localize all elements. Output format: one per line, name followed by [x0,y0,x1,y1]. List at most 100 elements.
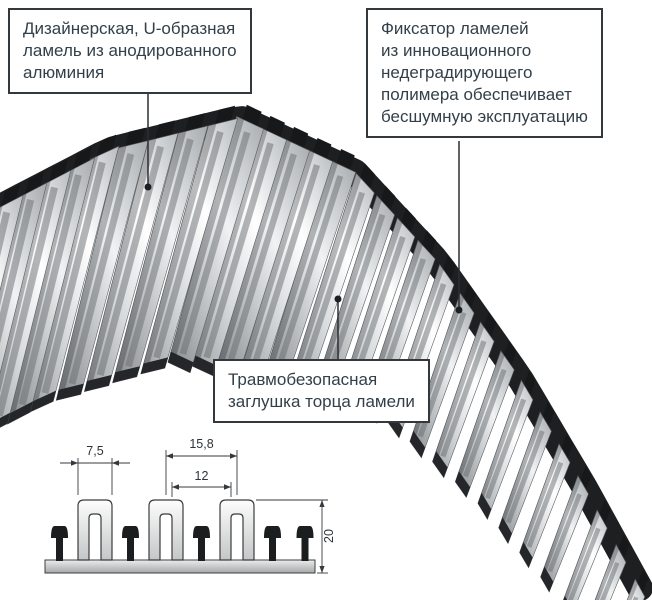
lamella-groove [323,213,386,385]
lamella-side-shade [0,205,3,218]
lamella-side-shade [7,168,75,424]
lamella-blade [594,543,627,600]
lamella-end-cap [540,566,554,592]
lamella-side-shade [30,155,99,412]
lamella-end-cap [563,595,568,600]
lamella-groove [299,191,365,376]
lamella-groove [485,398,527,500]
lamella-side-shade [498,412,544,532]
callout-lamella-text: Дизайнерская, U-образная ламель из аноди… [23,19,237,83]
lamella-side-shade [432,322,485,466]
lamella-profile [219,499,255,561]
callout-leaders [144,91,463,359]
lamella-groove [227,153,297,362]
lamella-groove [179,131,251,355]
lamella-side-shade [240,149,315,376]
lamella-groove [568,527,601,600]
lamella-side-shade [56,145,127,401]
lamella-side-shade [627,579,638,600]
lamella-blade [626,578,646,600]
lamella-end-cap [498,517,512,544]
polymer-clip [122,526,139,561]
cross-section-base-strip [44,559,316,574]
lamella-end-cap [84,374,112,392]
lamella-side-shade [112,131,187,383]
callout-fixator: Фиксатор ламелей из инновационного недег… [366,8,603,139]
lamella-end-cap [409,430,426,458]
dimension-15-8 [165,450,238,495]
lamella-side-shade [0,180,51,393]
lamella-end-cap [191,355,217,376]
lamella-groove [18,174,82,406]
lamella-profiles [77,499,255,561]
dimension-12-arrows [172,484,231,490]
lamella-side-shade [338,217,403,403]
lamella-side-shade [264,160,338,380]
polymer-clips [51,526,314,561]
lamella-groove [275,175,344,369]
lamella-end-cap [30,390,57,412]
lamella-side-shade [168,116,244,366]
polymer-clip [296,526,314,561]
callout-fixator-text: Фиксатор ламелей из инновационного недег… [381,19,588,127]
dimension-20 [256,499,328,574]
lamella-side-shade [595,544,619,600]
lamella-side-shade [191,127,268,369]
lamella-groove [41,161,106,394]
dimension-15-8-arrows [166,453,237,459]
lamella-profile [148,499,184,561]
lamella-blade [0,169,72,428]
callout-lamella: Дизайнерская, U-образная ламель из аноди… [8,8,252,95]
polymer-clip [51,526,68,561]
lamella-groove [251,164,321,366]
lamella-groove [68,153,135,385]
lamella-groove [547,493,582,573]
lamella-groove [0,186,58,417]
lamella-side-shade [84,138,157,392]
lamella-profile [77,499,113,561]
callout-endcap-text: Травмобезопасная заглушка торца ламели [228,370,415,412]
lamella-groove [0,198,35,344]
dimension-12 [171,482,232,497]
lamella-side-shade [477,380,525,508]
lamella-end-cap [112,366,140,383]
polymer-clip [264,526,281,561]
lamella-side-shade [563,510,600,600]
lamella-end-cap [168,351,194,373]
lamella-end-cap [519,542,533,568]
lamella-end-cap [0,412,11,428]
lamella-side-shade [140,123,217,374]
lamella-side-shade [519,443,562,557]
lamella-side-shade [455,350,505,486]
dimension-7-5 [60,458,130,495]
lamella-end-cap [477,492,492,520]
lamella-end-cap [7,401,34,424]
cross-section-drawing: 7,5 15,8 12 [44,437,336,574]
lamella-groove [505,430,545,524]
lamella-end-cap [432,451,448,478]
lamella-side-shade [290,173,362,384]
lamella-side-shade [215,138,291,372]
dimension-7-5-arrows [71,460,119,466]
dimension-label-lamella-width: 7,5 [86,444,103,458]
dimension-label-gap: 12 [195,469,209,483]
leader-dot-fixator [455,306,463,314]
leader-dot-lamella [144,183,152,191]
dimension-label-height: 20 [322,529,336,543]
lamella-end-cap [56,383,84,401]
dimension-20-arrows [319,500,325,573]
lamella-end-cap [140,357,169,374]
lamella-side-shade [314,195,382,394]
lamella-side-shade [540,475,581,581]
lamella-end-cap [455,471,471,498]
lamella-groove [463,368,507,478]
lamella-groove [203,142,274,359]
lamella-groove [125,138,194,368]
leader-dot-endcap [334,295,342,303]
lamella-side-shade [0,193,27,307]
dimension-label-pitch: 15,8 [189,437,213,451]
lamella-groove [440,340,487,458]
lamella-groove [600,561,620,600]
